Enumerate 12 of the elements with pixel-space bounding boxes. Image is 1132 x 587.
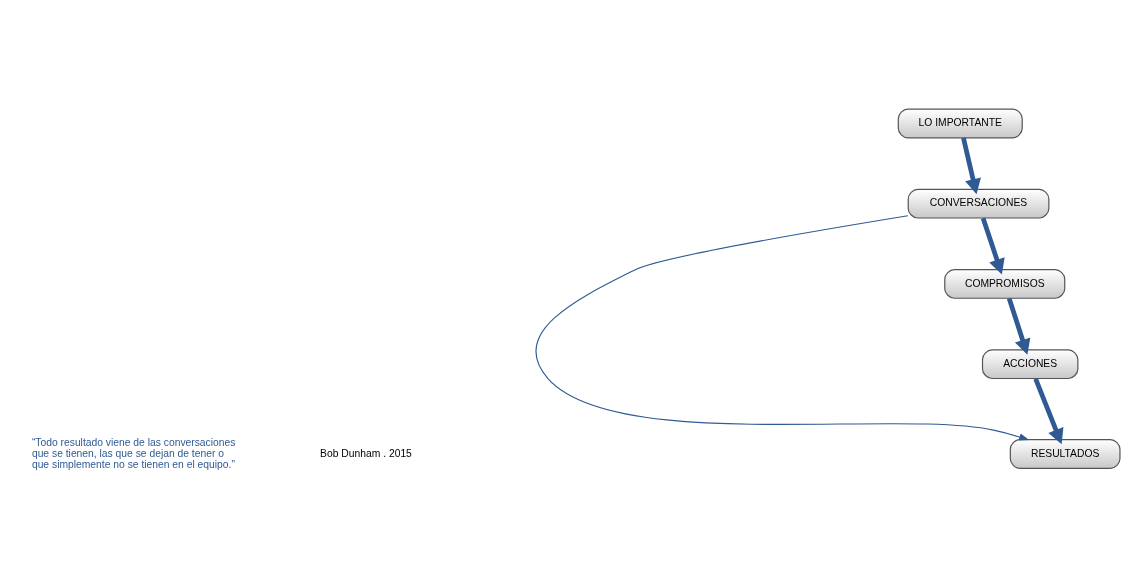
node-box: LO IMPORTANTE	[897, 108, 1023, 139]
arrow	[961, 137, 981, 195]
arrow	[1006, 297, 1031, 355]
node-box: CONVERSACIONES	[907, 188, 1050, 219]
label: Bob Dunham . 2015	[320, 447, 412, 459]
node-box: COMPROMISOS	[944, 269, 1066, 299]
node-box: RESULTADOS	[1009, 439, 1121, 469]
arrow	[535, 215, 1030, 441]
label: “Todo resultado viene de las conversaciones que se tienen, las que se dejan de tener o que simplemente no se tienen en el equipo.”	[31, 436, 236, 470]
arrow	[1033, 377, 1064, 445]
arrow	[980, 217, 1005, 275]
node-box: ACCIONES	[981, 349, 1079, 380]
